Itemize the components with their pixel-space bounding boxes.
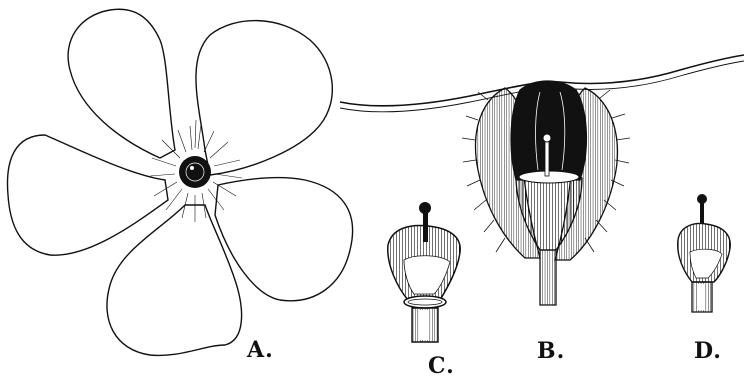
figure-label-a: A.: [247, 337, 274, 363]
figure-label-c: C.: [428, 353, 455, 379]
pistil-c-illustration: [388, 202, 460, 342]
flower-a-illustration: [7, 9, 352, 355]
calyx-b-illustration: [462, 81, 630, 305]
figure-label-b: B.: [537, 338, 565, 364]
flower-a-centre: [179, 156, 211, 188]
figure-label-d: D.: [694, 338, 722, 364]
pistil-d-illustration: [678, 194, 731, 312]
